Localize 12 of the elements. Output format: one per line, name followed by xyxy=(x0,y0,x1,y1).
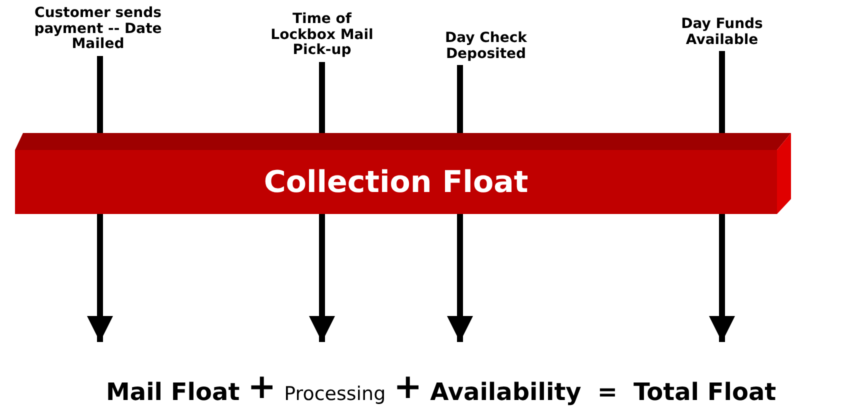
event-label: Customer sends payment -- Date Mailed xyxy=(33,6,163,54)
plus-sign: + xyxy=(394,370,422,404)
equation-term: Total Float xyxy=(633,380,776,404)
equation-term: Mail Float xyxy=(106,380,240,404)
bar-title: Collection Float xyxy=(264,164,528,202)
event-label: Day Funds Available xyxy=(680,17,764,48)
event-label: Day Check Deposited xyxy=(444,31,528,62)
equation-term: Availability xyxy=(430,380,582,404)
event-label: Time of Lockbox Mail Pick-up xyxy=(270,12,374,60)
equation-term: Processing xyxy=(284,385,386,404)
plus-sign: + xyxy=(248,370,276,404)
equals-sign: = xyxy=(597,380,618,404)
